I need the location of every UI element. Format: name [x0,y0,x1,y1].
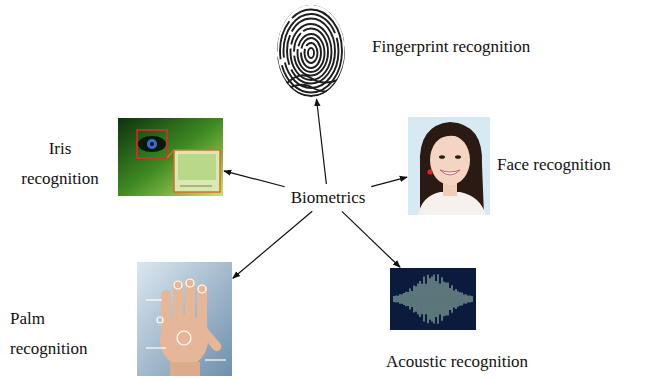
fingerprint-image-part [287,19,335,84]
palm-image-part [146,279,226,360]
acoustic-image-part [390,268,476,330]
face-image-part [430,130,470,150]
palm-image-part-part [146,299,162,300]
iris-image [118,118,223,196]
palm-image-part-part [198,285,206,293]
fingerprint-image-part [282,85,342,92]
palm-image-part [161,290,171,332]
fingerprint-image-part [308,48,314,58]
method-label: Fingerprint recognition [372,37,572,57]
acoustic-image-part [394,274,472,324]
palm-image-part-part [174,281,182,289]
fingerprint-image-part [298,34,325,72]
fingerprint-image-part [305,43,318,63]
face-image-part [440,170,460,175]
method-picture: Face recognition [408,117,490,215]
arrow-connector [224,171,285,187]
method-label: Iris recognition [10,134,110,194]
palm-image [137,262,232,376]
face-image-part [439,155,445,159]
iris-image-part [137,130,167,158]
palm-image-part-part [205,359,226,360]
method-picture: Iris recognition [118,118,223,196]
fingerprint-image-part [301,38,321,68]
face-image-part [408,117,490,215]
method-label: Acoustic recognition [386,352,586,372]
fingerprint-image [277,4,346,96]
fingerprint-image-part [277,4,346,96]
fingerprint-image-part [285,75,338,85]
hub-text: Biometrics [291,188,366,208]
face-image [408,117,490,215]
iris-image-part [138,136,166,152]
iris-image-part [167,150,174,158]
fingerprint-image-part [294,29,328,76]
arrow-connector [342,211,400,267]
method-label: Face recognition [497,155,647,175]
palm-image-part-part [157,317,163,323]
palm-image-part [173,280,183,330]
palm-image-part [185,278,195,330]
palm-image-part-part [177,331,191,345]
face-image-part [455,155,461,159]
arrow-connector [317,99,327,184]
arrow-connector [371,177,407,186]
method-picture: Palm recognition [137,262,232,376]
palm-image-part-part [146,347,166,348]
iris-image-part [174,150,220,192]
palm-image-part-part [186,279,194,287]
face-image-part [427,169,432,174]
acoustic-image [390,268,476,330]
iris-image-part [180,186,212,187]
method-picture: Acoustic recognition [390,268,476,330]
fingerprint-image-part [280,10,342,93]
fingerprint-image-part [284,14,339,88]
method-label: Palm recognition [10,304,110,364]
iris-image-part [150,142,154,146]
palm-image-part [137,262,232,376]
iris-image-part [147,139,157,149]
palm-image-part [170,362,200,376]
hub-label: Biometrics [287,186,370,210]
iris-image-part [178,154,216,180]
fingerprint-image-part [291,24,332,80]
arrow-connector [233,211,312,278]
iris-image-part [118,118,223,196]
palm-image-part [196,323,223,353]
method-picture: Fingerprint recognition [276,5,346,98]
face-image-part [430,135,470,185]
